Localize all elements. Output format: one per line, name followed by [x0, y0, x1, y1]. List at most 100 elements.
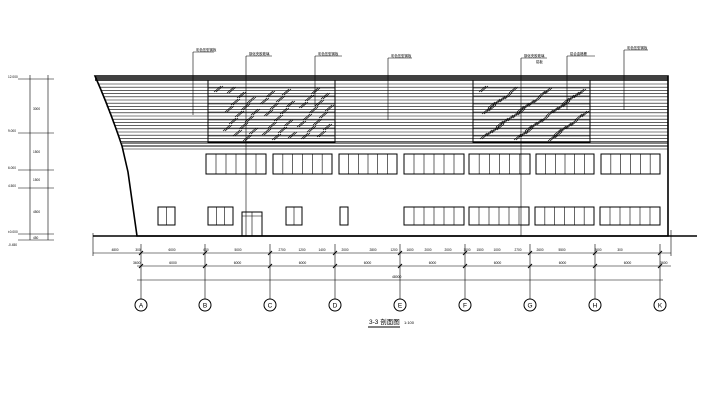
hatch-stroke [213, 85, 222, 93]
hatch-stroke [250, 127, 259, 135]
hatch-stroke [215, 85, 224, 93]
hatch-stroke [232, 129, 241, 137]
hatch-stroke [318, 111, 327, 119]
axis-bubble [523, 298, 537, 312]
bay-dimension: 6000 [559, 261, 567, 265]
detail-dimension: 1200 [390, 248, 397, 252]
dim-tick [397, 250, 403, 256]
bay-dimension: 6000 [429, 261, 437, 265]
hatch-stroke [310, 87, 319, 95]
callout-label: 彩色压型钢板 [627, 45, 648, 50]
hatch-stroke [487, 101, 496, 109]
hatch-stroke [314, 99, 323, 107]
detail-dimension: 4800 [111, 248, 118, 252]
hatch-stroke [289, 131, 298, 139]
hatch-stroke [273, 133, 282, 141]
hatch-stroke [560, 125, 569, 133]
hatch-stroke [281, 107, 290, 115]
bay-dimension: 6000 [234, 261, 242, 265]
dim-tick [527, 250, 533, 256]
level-label: ±0.000 [8, 230, 18, 234]
level-dim: 1500 [33, 150, 40, 154]
hatch-stroke [500, 117, 509, 125]
hatch-stroke [265, 109, 274, 117]
hatch-stroke [322, 123, 331, 131]
axis-bubble [653, 298, 667, 312]
hatch-stroke [281, 88, 290, 96]
glass-hatch [473, 85, 590, 142]
hatch-stroke [302, 113, 311, 121]
hatch-stroke [242, 103, 251, 111]
dim-tick [657, 263, 663, 269]
level-label: 9.000 [8, 129, 16, 133]
dim-tick [527, 263, 533, 269]
hatch-stroke [480, 85, 489, 93]
hatch-stroke [261, 128, 270, 136]
detail-dimension: 2700 [278, 248, 285, 252]
hatch-stroke [518, 105, 527, 113]
callout-label: 钢化夹胶玻璃 [249, 51, 270, 56]
hatch-stroke [267, 121, 276, 129]
hatch-stroke [525, 127, 534, 135]
detail-dimension: 300 [135, 248, 141, 252]
hatch-stroke [279, 107, 288, 115]
detail-dimension: 1500 [476, 248, 483, 252]
dim-tick [332, 250, 338, 256]
detail-dimension: 2000 [444, 248, 451, 252]
hatch-stroke [561, 97, 570, 105]
hatch-stroke [283, 119, 292, 127]
level-label: -0.450 [8, 243, 17, 247]
bay-dimension: 6000 [494, 261, 502, 265]
hatch-stroke [296, 120, 305, 128]
hatch-stroke [494, 123, 503, 131]
total-dimension: 48000 [392, 275, 402, 279]
axis-bubble [458, 298, 472, 312]
hatch-stroke [496, 123, 505, 131]
axis-label: F [463, 303, 467, 310]
detail-dimension: 2000 [424, 248, 431, 252]
hatch-stroke [526, 99, 535, 107]
hatch-stroke [497, 120, 506, 128]
detail-dimension: 1400 [318, 248, 325, 252]
hatch-stroke [516, 105, 525, 113]
hatch-stroke [558, 125, 567, 133]
hatch-stroke [263, 128, 272, 136]
detail-dimension: 300 [617, 248, 623, 252]
dim-tick [462, 263, 468, 269]
dim-tick [397, 263, 403, 269]
hatch-stroke [574, 113, 583, 121]
hatch-stroke [300, 101, 309, 109]
entrance-door [241, 211, 263, 237]
hatch-stroke [571, 91, 580, 99]
hatch-stroke [308, 125, 317, 133]
axis-bubble [134, 298, 148, 312]
hatch-stroke [478, 85, 487, 93]
hatch-stroke [298, 120, 307, 128]
hatch-stroke [228, 117, 237, 125]
hatch-stroke [502, 117, 511, 125]
end-dimension: 3600 [133, 261, 141, 265]
hatch-stroke [483, 107, 492, 115]
hatch-stroke [497, 95, 506, 103]
bay-dimension: 6000 [299, 261, 307, 265]
glass-hatch [208, 85, 335, 142]
hatch-stroke [557, 103, 566, 111]
detail-dimension: 1600 [406, 248, 413, 252]
hatch-stroke [283, 88, 292, 96]
dim-tick [657, 250, 663, 256]
lower-window-row [157, 206, 661, 226]
axis-label: D [333, 303, 338, 310]
hatch-stroke [555, 128, 564, 136]
dim-tick [462, 250, 468, 256]
hatch-stroke [563, 97, 572, 105]
callout-label: 钢化夹胶玻璃 [524, 53, 545, 58]
axis-label: B [203, 303, 207, 310]
detail-dimension: 2600 [594, 248, 601, 252]
hatch-stroke [271, 133, 280, 141]
hatch-stroke [298, 101, 307, 109]
level-dim: 4500 [33, 210, 40, 214]
hatch-stroke [248, 96, 257, 104]
